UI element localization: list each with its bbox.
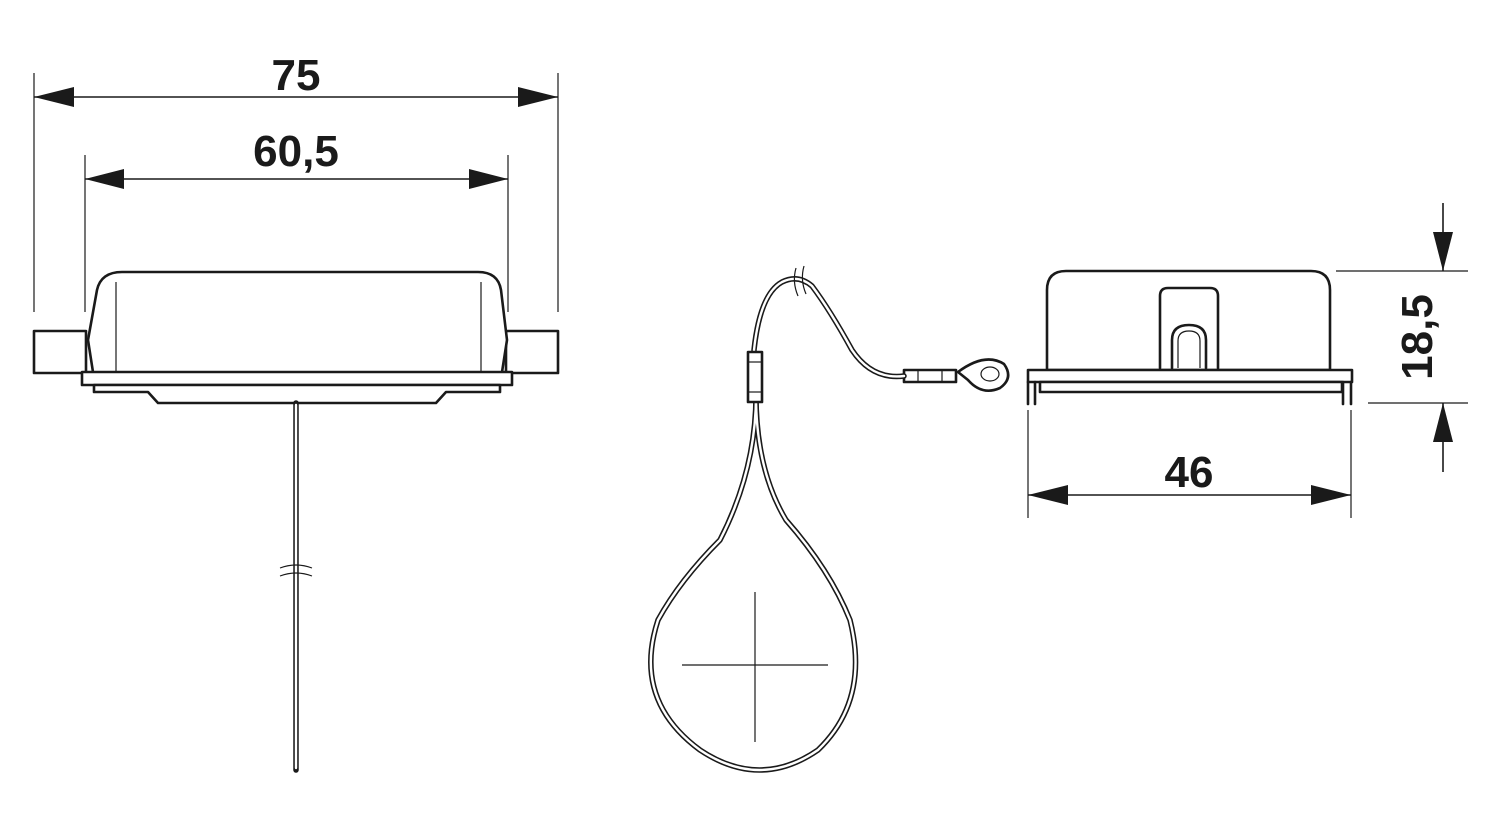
arrow-46-right bbox=[1311, 485, 1351, 505]
arrow-60-left bbox=[85, 169, 124, 189]
break-mark-side bbox=[793, 265, 807, 297]
front-view: 75 60,5 bbox=[32, 51, 560, 773]
latch-tongue-inner bbox=[1177, 330, 1201, 368]
dim-label-18-5: 18,5 bbox=[1393, 294, 1442, 380]
arrow-60-right bbox=[469, 169, 508, 189]
cord-crimp-loop bbox=[746, 350, 764, 404]
arrow-46-left bbox=[1028, 485, 1068, 505]
arrow-18-bottom bbox=[1433, 403, 1453, 442]
cap-base-side bbox=[1038, 380, 1344, 394]
cord-eyelet-hole bbox=[980, 366, 1000, 382]
arrow-75-left bbox=[34, 87, 74, 107]
cord-loop bbox=[648, 276, 907, 773]
cap-flange-side bbox=[1026, 368, 1354, 384]
latch-tongue bbox=[1170, 323, 1208, 370]
arrow-75-right bbox=[518, 87, 558, 107]
latch-window bbox=[1158, 286, 1220, 370]
cord-crimp-side bbox=[902, 368, 958, 384]
arrow-18-top bbox=[1433, 232, 1453, 271]
left-tab bbox=[32, 329, 88, 375]
cap-base-front bbox=[92, 383, 502, 405]
dim-label-46: 46 bbox=[1165, 448, 1214, 497]
dim-label-60-5: 60,5 bbox=[253, 127, 339, 176]
right-tab bbox=[504, 329, 560, 375]
cord-loop-core bbox=[649, 277, 906, 772]
side-view: 46 18,5 bbox=[648, 203, 1468, 773]
cord-eyelet bbox=[956, 358, 1010, 392]
dim-label-75: 75 bbox=[272, 51, 321, 100]
cap-body-front bbox=[86, 270, 509, 387]
cap-body-side bbox=[1045, 269, 1332, 372]
break-mark-front bbox=[279, 564, 313, 577]
cap-flange-front bbox=[80, 370, 514, 387]
